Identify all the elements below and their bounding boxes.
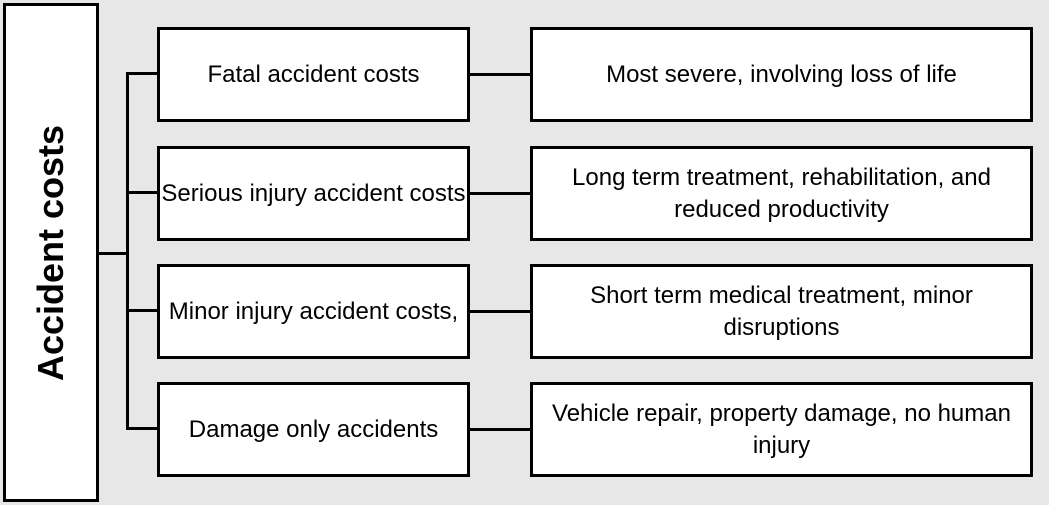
root-label: Accident costs — [30, 124, 72, 381]
description-label: Short term medical treatment, minor disr… — [590, 281, 973, 341]
branch-connector — [126, 191, 157, 194]
description-node: Vehicle repair, property damage, no huma… — [530, 382, 1033, 477]
category-label: Minor injury accident costs, — [168, 297, 459, 325]
category-node: Serious injury accident costs — [157, 146, 470, 241]
trunk-connector — [126, 72, 129, 430]
row-connector — [470, 192, 530, 195]
row-connector — [470, 428, 530, 431]
description-label: Vehicle repair, property damage, no huma… — [552, 399, 1011, 459]
category-label: Serious injury accident costs — [161, 179, 466, 207]
row-connector — [470, 73, 530, 76]
branch-connector — [126, 309, 157, 312]
description-node: Most severe, involving loss of life — [530, 27, 1033, 122]
description-node: Long term treatment, rehabilitation, and… — [530, 146, 1033, 241]
category-label: Fatal accident costs — [207, 60, 420, 88]
category-label: Damage only accidents — [188, 415, 439, 443]
category-node: Damage only accidents — [157, 382, 470, 477]
description-label: Long term treatment, rehabilitation, and… — [572, 163, 991, 223]
description-label: Most severe, involving loss of life — [606, 60, 957, 88]
description-node: Short term medical treatment, minor disr… — [530, 264, 1033, 359]
category-node: Fatal accident costs — [157, 27, 470, 122]
branch-connector — [126, 427, 157, 430]
root-node: Accident costs — [3, 3, 99, 502]
row-connector — [470, 310, 530, 313]
root-connector — [99, 252, 128, 255]
category-node: Minor injury accident costs, — [157, 264, 470, 359]
branch-connector — [126, 72, 157, 75]
